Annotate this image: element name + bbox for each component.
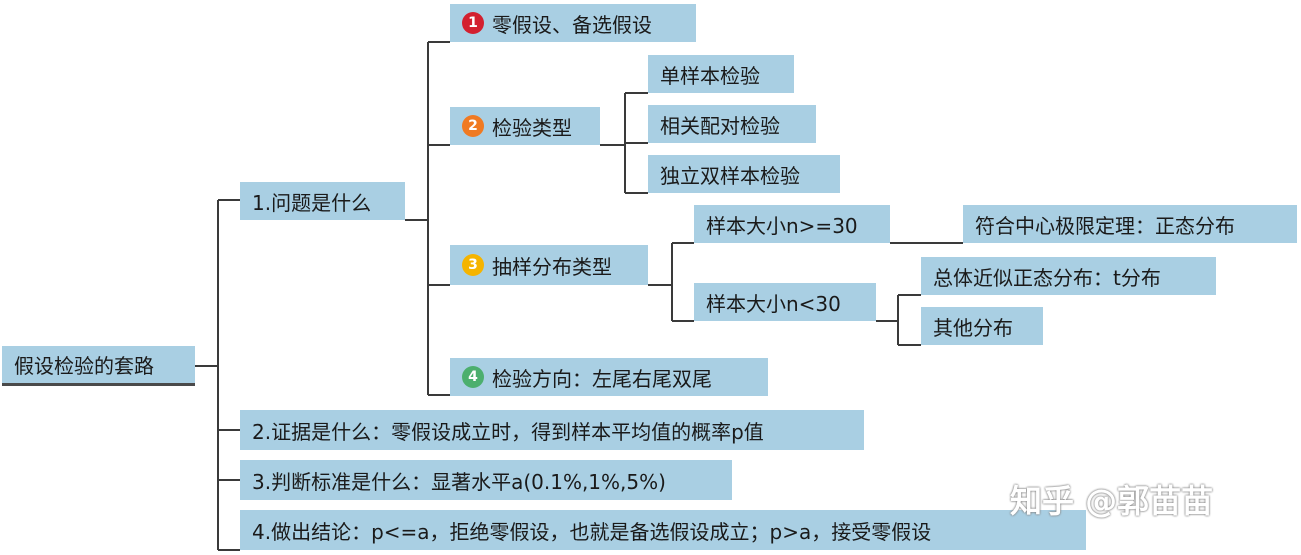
two-sample-test-label: 独立双样本检验 [660, 163, 800, 188]
q4-label: 4.做出结论：p<=a，拒绝零假设，也就是备选假设成立；p>a，接受零假设 [252, 519, 932, 544]
node-test-direction[interactable]: 4 检验方向：左尾右尾双尾 [450, 358, 768, 396]
one-sample-test-label: 单样本检验 [660, 63, 760, 88]
n-lt-30-label: 样本大小n<30 [706, 291, 841, 316]
node-two-sample-test[interactable]: 独立双样本检验 [648, 155, 840, 193]
node-hypothesis[interactable]: 1 零假设、备选假设 [450, 4, 696, 42]
node-test-type[interactable]: 2 检验类型 [450, 107, 600, 145]
node-q2[interactable]: 2.证据是什么：零假设成立时，得到样本平均值的概率p值 [240, 410, 864, 450]
q2-label: 2.证据是什么：零假设成立时，得到样本平均值的概率p值 [252, 419, 764, 444]
root-label: 假设检验的套路 [14, 354, 154, 378]
connector-testtype-to-children [600, 92, 648, 194]
connector-q1-to-items [405, 41, 450, 396]
connector-sampling-to-children [648, 242, 694, 322]
connector-nlt30-to-children [876, 294, 921, 346]
node-q3[interactable]: 3.判断标准是什么：显著水平a(0.1%,1%,5%) [240, 460, 732, 500]
node-n-lt-30[interactable]: 样本大小n<30 [694, 283, 876, 321]
number-2-badge-icon: 2 [462, 115, 484, 137]
paired-test-label: 相关配对检验 [660, 113, 780, 138]
t-distribution-label: 总体近似正态分布：t分布 [933, 265, 1161, 290]
node-other-distribution[interactable]: 其他分布 [921, 307, 1043, 345]
node-q1[interactable]: 1.问题是什么 [240, 182, 405, 220]
other-distribution-label: 其他分布 [933, 315, 1013, 340]
node-sampling-distribution[interactable]: 3 抽样分布类型 [450, 245, 648, 285]
test-type-label: 检验类型 [492, 115, 572, 140]
q3-label: 3.判断标准是什么：显著水平a(0.1%,1%,5%) [252, 469, 666, 494]
root-node[interactable]: 假设检验的套路 [2, 346, 195, 386]
number-4-badge-icon: 4 [462, 366, 484, 388]
hypothesis-label: 零假设、备选假设 [492, 12, 652, 37]
node-n-ge-30[interactable]: 样本大小n>=30 [694, 205, 890, 243]
node-t-distribution[interactable]: 总体近似正态分布：t分布 [921, 257, 1216, 295]
node-paired-test[interactable]: 相关配对检验 [648, 105, 816, 143]
node-q4[interactable]: 4.做出结论：p<=a，拒绝零假设，也就是备选假设成立；p>a，接受零假设 [240, 510, 1086, 550]
q1-label: 1.问题是什么 [252, 190, 372, 215]
sampling-distribution-label: 抽样分布类型 [492, 254, 612, 279]
clt-normal-label: 符合中心极限定理：正态分布 [975, 213, 1235, 238]
test-direction-label: 检验方向：左尾右尾双尾 [492, 366, 712, 391]
node-one-sample-test[interactable]: 单样本检验 [648, 55, 794, 93]
number-3-badge-icon: 3 [462, 254, 484, 276]
zhihu-watermark: 知乎 @郭苗苗 [1010, 482, 1214, 520]
n-ge-30-label: 样本大小n>=30 [706, 213, 858, 238]
node-clt-normal[interactable]: 符合中心极限定理：正态分布 [963, 205, 1297, 243]
number-1-badge-icon: 1 [462, 12, 484, 34]
connector-root-to-level1 [195, 199, 240, 551]
